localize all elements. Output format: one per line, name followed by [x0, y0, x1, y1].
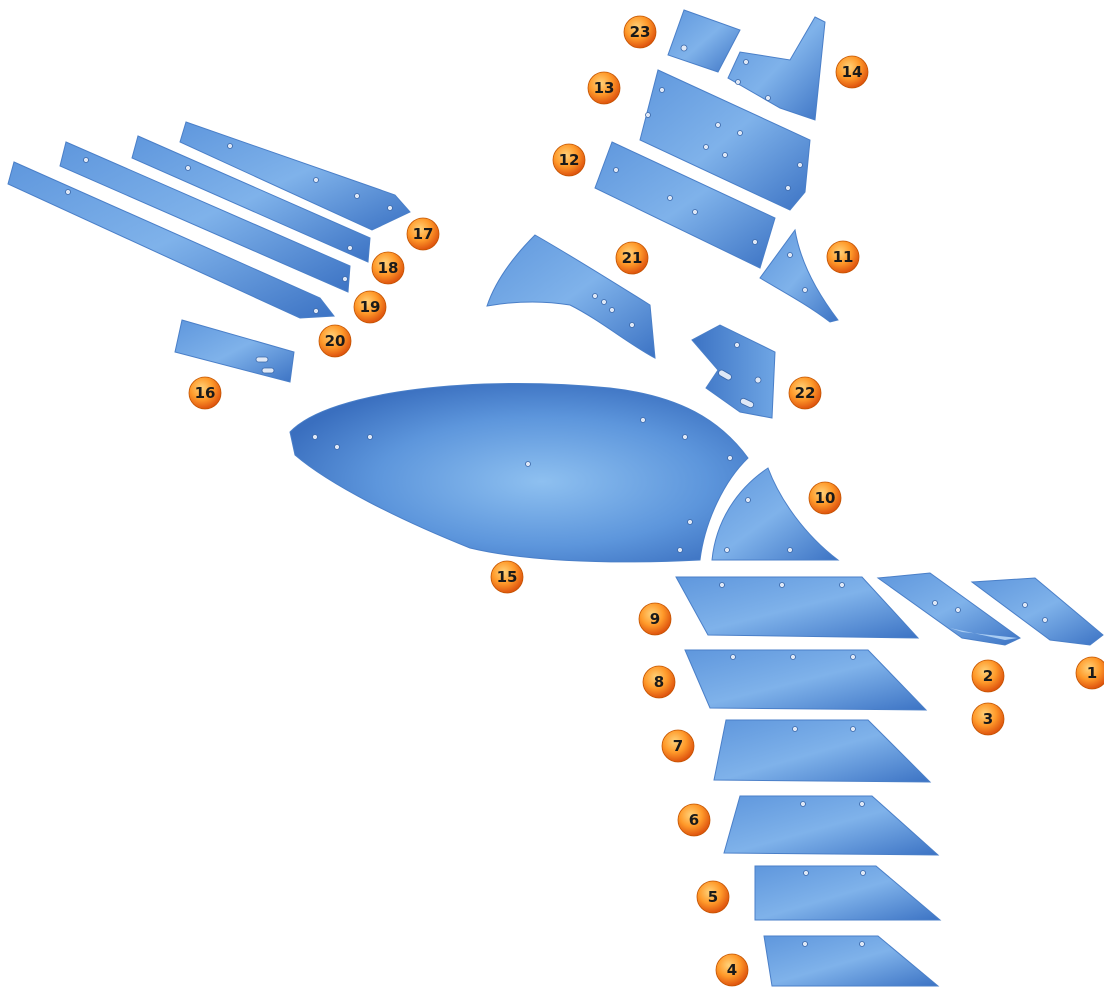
badge-5-label: 5: [708, 888, 718, 906]
badge-20-label: 20: [325, 332, 346, 350]
part-6-shape: [724, 796, 938, 855]
badge-2-label: 2: [983, 667, 993, 685]
badge-11: 11: [827, 241, 859, 273]
badge-7-label: 7: [673, 737, 683, 755]
badge-17: 17: [407, 218, 439, 250]
badge-12-label: 12: [559, 151, 580, 169]
badge-18: 18: [372, 252, 404, 284]
badge-19: 19: [354, 291, 386, 323]
badge-8: 8: [643, 666, 675, 698]
badge-9: 9: [639, 603, 671, 635]
badge-1: 1: [1076, 657, 1104, 689]
part-16-shape: [175, 320, 294, 382]
part-5-shape: [755, 866, 940, 920]
badge-12: 12: [553, 144, 585, 176]
badge-15: 15: [491, 561, 523, 593]
badge-16-label: 16: [195, 384, 216, 402]
badge-4-label: 4: [727, 961, 737, 979]
part-15-shape: [290, 383, 748, 561]
badge-13-label: 13: [594, 79, 615, 97]
badge-20: 20: [319, 325, 351, 357]
badge-4: 4: [716, 954, 748, 986]
badge-6-label: 6: [689, 811, 699, 829]
part-7-shape: [714, 720, 930, 782]
badge-9-label: 9: [650, 610, 660, 628]
badge-17-label: 17: [413, 225, 434, 243]
badge-6: 6: [678, 804, 710, 836]
badge-5: 5: [697, 881, 729, 913]
badge-16: 16: [189, 377, 221, 409]
part-4-shape: [764, 936, 938, 986]
part-11-shape: [760, 230, 838, 322]
part-23-shape: [668, 10, 740, 72]
part-14-shape: [728, 17, 825, 120]
badge-1-label: 1: [1087, 664, 1097, 682]
badge-15-label: 15: [497, 568, 518, 586]
badge-21-label: 21: [622, 249, 643, 267]
badge-10-label: 10: [815, 489, 836, 507]
badge-10: 10: [809, 482, 841, 514]
badge-14-label: 14: [842, 63, 863, 81]
badge-19-label: 19: [360, 298, 381, 316]
part-22-shape: [692, 325, 775, 418]
badge-13: 13: [588, 72, 620, 104]
badge-11-label: 11: [833, 248, 854, 266]
badge-18-label: 18: [378, 259, 399, 277]
badge-22: 22: [789, 377, 821, 409]
badge-3-label: 3: [983, 710, 993, 728]
part-8-shape: [685, 650, 926, 710]
badge-2: 2: [972, 660, 1004, 692]
badge-23: 23: [624, 16, 656, 48]
badge-14: 14: [836, 56, 868, 88]
badge-23-label: 23: [630, 23, 651, 41]
badge-8-label: 8: [654, 673, 664, 691]
badge-7: 7: [662, 730, 694, 762]
badge-21: 21: [616, 242, 648, 274]
part-9-shape: [676, 577, 918, 638]
badge-22-label: 22: [795, 384, 816, 402]
badge-3: 3: [972, 703, 1004, 735]
part-10-shape: [712, 468, 838, 560]
